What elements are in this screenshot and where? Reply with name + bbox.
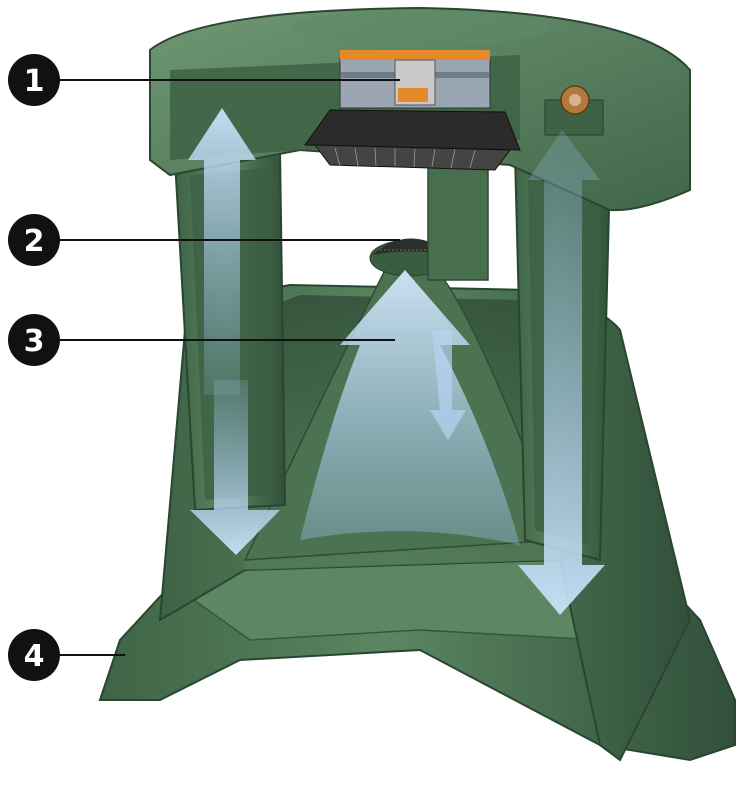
callout-1: 1 bbox=[8, 54, 400, 106]
callout-number-4: 4 bbox=[24, 639, 45, 674]
callout-number-3: 3 bbox=[24, 324, 45, 359]
callout-number-2: 2 bbox=[24, 224, 45, 259]
airflow-arrows bbox=[188, 108, 605, 615]
callout-2: 2 bbox=[8, 214, 400, 266]
callout-3: 3 bbox=[8, 314, 395, 366]
crossover-component bbox=[544, 85, 604, 136]
callout-number-1: 1 bbox=[24, 64, 45, 99]
callout-4: 4 bbox=[8, 629, 125, 681]
speaker-driver bbox=[304, 50, 521, 171]
center-post bbox=[427, 164, 489, 281]
